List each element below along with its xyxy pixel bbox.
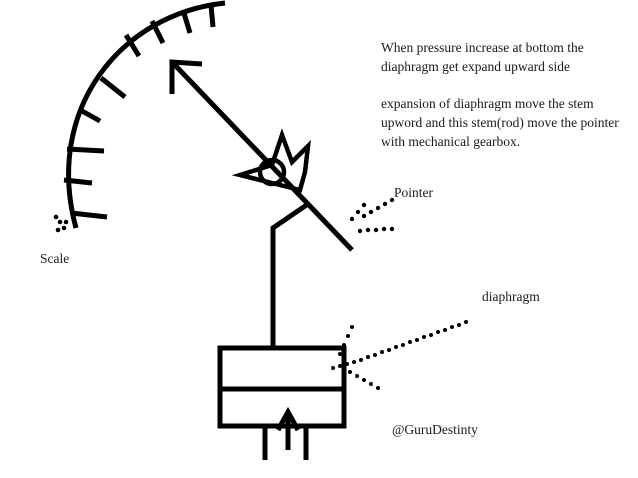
scale-ticks (63, 4, 216, 220)
scale-leader-dots (53, 214, 69, 233)
pointer-leader-dots (349, 197, 395, 234)
dotted-leaders (53, 197, 468, 390)
pressure-inlet (262, 406, 309, 460)
credit-watermark: @GuruDestinty (392, 422, 478, 437)
description-line-2: expansion of diaphragm move the stem upw… (381, 96, 619, 149)
pointer-needle (169, 59, 354, 252)
description-line-1: When pressure increase at bottom the dia… (381, 40, 584, 74)
stem-rod (270, 201, 310, 350)
gear-pivot (231, 128, 311, 193)
diaphragm-housing (217, 345, 347, 429)
pointer-label: Pointer (394, 185, 433, 200)
diaphragm-leader-dots (331, 320, 468, 390)
scale-label: Scale (40, 251, 70, 266)
diaphragm-label: diaphragm (482, 289, 540, 304)
